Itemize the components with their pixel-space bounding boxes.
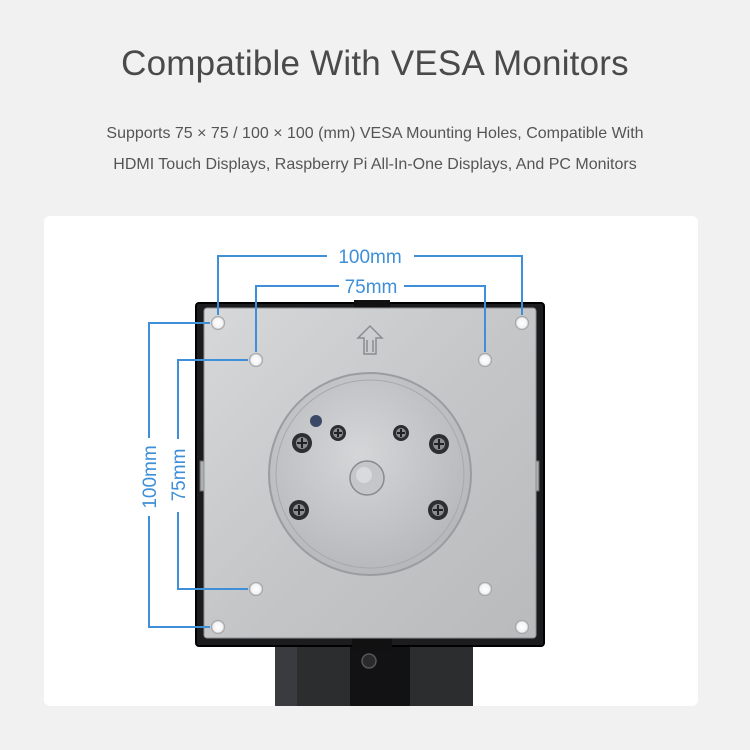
hole-75-bottom-right [478, 582, 492, 596]
screw-icon [428, 500, 448, 520]
product-image-card: 100mm 75mm 100mm 75mm [44, 216, 698, 706]
dimension-line-75-horizontal [255, 285, 339, 352]
dimension-line-100-horizontal [217, 255, 327, 315]
dimension-label-100-vertical: 100mm [140, 445, 161, 508]
screw-icon [393, 425, 409, 441]
screw-icon [289, 500, 309, 520]
sensor-dot [310, 415, 322, 427]
vesa-holes-100 [211, 316, 529, 634]
dimension-line-75-vertical [177, 359, 248, 439]
hole-100-bottom-left [211, 620, 225, 634]
dimension-line-100-horizontal-right [414, 255, 523, 315]
frame-tab-bottom [352, 637, 392, 651]
dimension-line-75-vertical-bottom [177, 512, 248, 590]
dimension-label-75-vertical: 75mm [169, 449, 190, 502]
hole-100-top-right [515, 316, 529, 330]
page-title: Compatible With VESA Monitors [121, 44, 629, 83]
screw-icon [330, 425, 346, 441]
screw-icon [429, 434, 449, 454]
page-subtitle: Supports 75 × 75 / 100 × 100 (mm) VESA M… [40, 118, 710, 180]
dimension-label-75-horizontal: 75mm [345, 277, 398, 298]
vesa-mount-diagram: 100mm 75mm 100mm 75mm [140, 247, 545, 706]
dimension-line-100-vertical-bottom [148, 516, 210, 628]
dimension-line-75-horizontal-right [404, 285, 486, 352]
hole-100-bottom-right [515, 620, 529, 634]
screw-icon [292, 433, 312, 453]
hole-75-top-right [478, 353, 492, 367]
subtitle-line-1: Supports 75 × 75 / 100 × 100 (mm) VESA M… [106, 125, 644, 142]
dimension-label-100-horizontal: 100mm [338, 247, 401, 268]
hole-75-top-left [249, 353, 263, 367]
hole-75-bottom-left [249, 582, 263, 596]
dimension-line-100-vertical [148, 322, 210, 438]
subtitle-line-2: HDMI Touch Displays, Raspberry Pi All-In… [113, 156, 637, 173]
screw-group [289, 425, 449, 520]
hole-100-top-left [211, 316, 225, 330]
vesa-holes-75 [249, 353, 492, 596]
up-arrow-icon [356, 324, 384, 355]
